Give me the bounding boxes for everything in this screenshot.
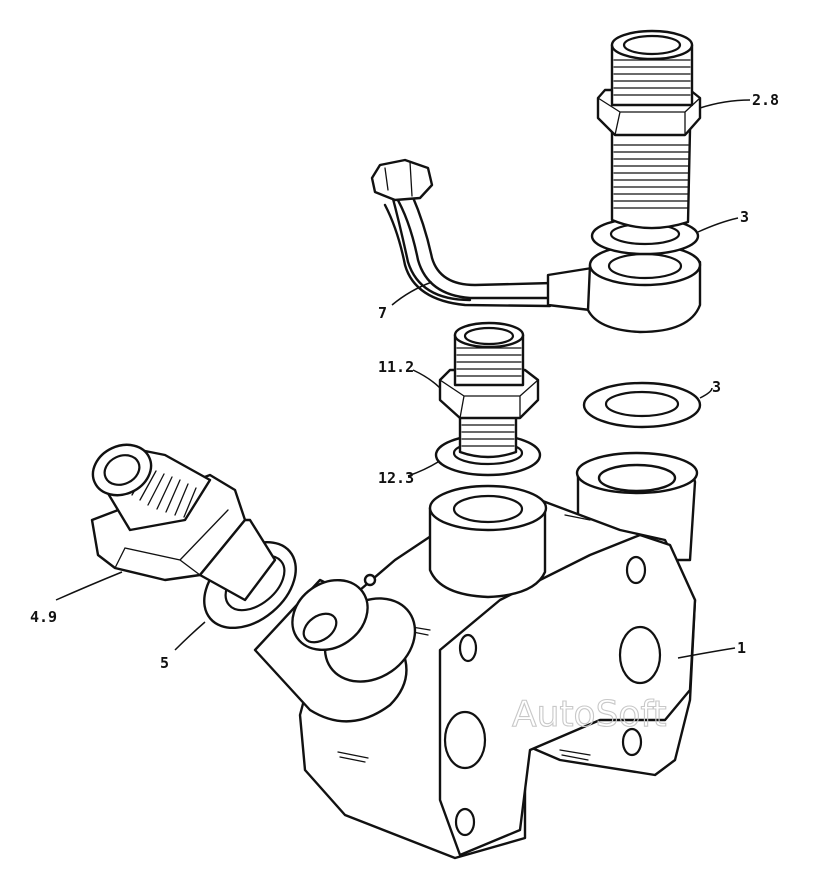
leader-lines xyxy=(55,99,751,659)
callout-1: 1 xyxy=(737,639,746,657)
callout-3-top: 3 xyxy=(740,208,749,226)
pipe-assembly-part-7 xyxy=(370,158,702,334)
valve-body-part-1 xyxy=(298,451,699,860)
banjo-bolt-part-2-8 xyxy=(596,29,702,230)
callout-2-8: 2.8 xyxy=(752,91,779,109)
watermark-text: AutoSoft xyxy=(512,694,667,735)
washer-part-3-mid xyxy=(582,381,702,429)
union-fitting-part-11-2 xyxy=(434,321,542,477)
callout-5: 5 xyxy=(160,654,169,672)
callout-7: 7 xyxy=(378,304,387,322)
callout-4-9: 4.9 xyxy=(30,608,57,626)
callout-11-2: 11.2 xyxy=(378,358,414,376)
callout-12-3: 12.3 xyxy=(378,469,414,487)
side-port-connector xyxy=(90,443,417,723)
callout-3-mid: 3 xyxy=(712,378,721,396)
